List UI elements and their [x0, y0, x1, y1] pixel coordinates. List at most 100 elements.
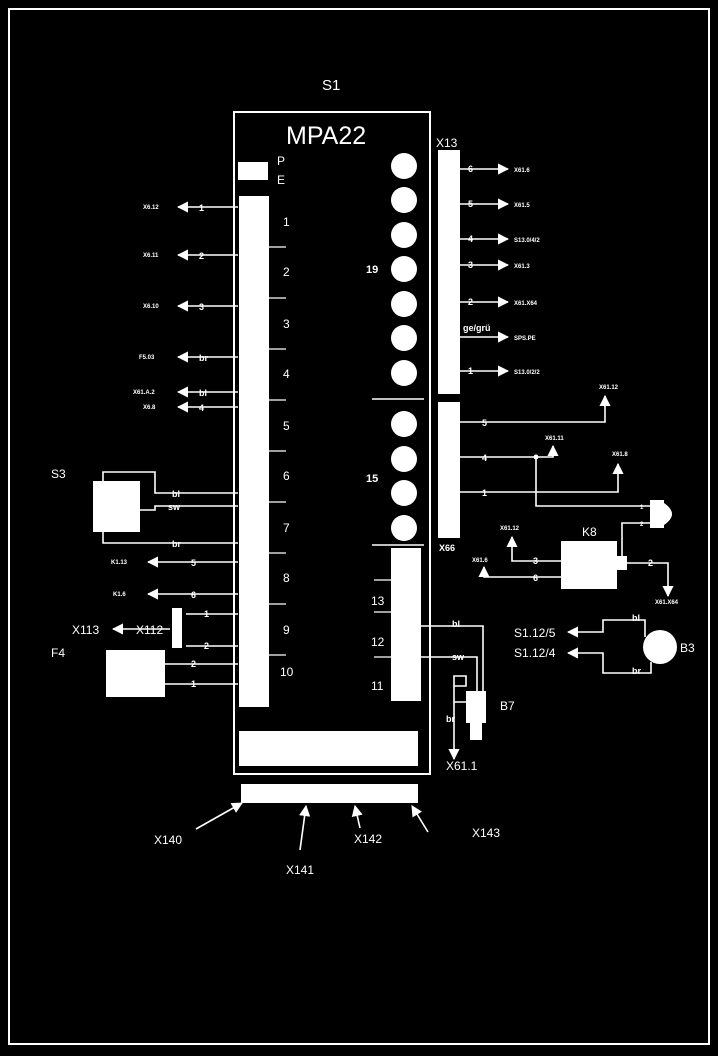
b3-motor [643, 630, 677, 664]
led-indicator [391, 153, 417, 179]
s1-label: S1 [322, 77, 340, 94]
b3-label: B3 [680, 641, 695, 655]
x66-connector [438, 402, 460, 538]
wire-target-label: X6.8 [143, 405, 156, 411]
x140-label: X140 [154, 833, 182, 847]
left-strip-number: 7 [283, 521, 290, 535]
x66-target-label: X61.8 [612, 452, 628, 458]
x13-pin-label: 6 [468, 164, 473, 174]
left-strip-number: 8 [283, 571, 290, 585]
led-indicator [391, 446, 417, 472]
wire-pin-label: 2 [199, 251, 204, 261]
s3-wire-label: br [172, 539, 181, 549]
x13-target-label: SPS.PE [514, 336, 536, 342]
x13-pin-label: 5 [468, 199, 473, 209]
x13-label: X13 [436, 136, 458, 150]
f4-pin-label: 2 [191, 659, 196, 669]
left-strip-ticks [268, 246, 286, 656]
x142-label: X142 [354, 832, 382, 846]
junction-dot [533, 454, 539, 460]
b7-label: B7 [500, 699, 515, 713]
page-frame [8, 8, 710, 1045]
wire-pin-label: bl [199, 388, 207, 398]
led-indicator [391, 187, 417, 213]
led-indicator [391, 411, 417, 437]
right-strip-ticks [374, 579, 392, 658]
s3-label: S3 [51, 467, 66, 481]
x13-pin-label: 3 [468, 260, 473, 270]
x13-pin-label: 1 [468, 366, 473, 376]
x66-pin-label: 1 [482, 488, 487, 498]
x13-pin-label: 4 [468, 234, 473, 244]
b7-sensor-body [466, 691, 486, 723]
k-wires [146, 556, 238, 600]
x13-connector [438, 150, 460, 394]
plug-pin-label: 2 [640, 522, 644, 528]
plug-connector [650, 500, 672, 528]
x112-block [172, 608, 182, 648]
bottom-connector-strip [241, 784, 418, 803]
b7-sensor-tip [470, 723, 482, 740]
x13-wires [460, 163, 510, 377]
b3-wire-label: bl [632, 613, 640, 623]
f4-wires [165, 663, 238, 685]
k-pin-label: 5 [191, 558, 196, 568]
bottom-connector-arrows [195, 802, 429, 851]
s1-12-5-label: S1.12/5 [514, 626, 556, 640]
led-indicator [391, 480, 417, 506]
k8-wires [478, 522, 674, 598]
right-strip-number: 13 [371, 594, 385, 608]
led-indicator [391, 325, 417, 351]
right-strip-number: 11 [371, 679, 384, 693]
strip12-wires [421, 625, 484, 691]
mpa22-frame [233, 111, 431, 775]
wire-pin-label: 1 [199, 203, 204, 213]
x66-pin-label: 4 [482, 453, 487, 463]
led-group-19 [391, 153, 417, 386]
led-indicator [391, 360, 417, 386]
pe-block [238, 162, 268, 180]
wire-target-label: X61.A.2 [133, 390, 155, 396]
b7-wire [448, 675, 467, 761]
led-indicator [391, 291, 417, 317]
x13-target-label: S13.0/4/2 [514, 238, 540, 244]
left-strip-number: 6 [283, 469, 290, 483]
left-strip-number: 5 [283, 419, 290, 433]
k8-target-label: X61.12 [500, 526, 520, 532]
strip12-wire-label: sw [452, 652, 465, 662]
s3-switch-block [93, 481, 140, 532]
led-indicator [391, 256, 417, 282]
k8-pin-label: 2 [648, 558, 653, 568]
x66-target-label: X61.11 [545, 436, 564, 442]
left-strip-number: 9 [283, 623, 290, 637]
x13-target-label: X61.6 [514, 168, 530, 174]
k8-pin-label: 3 [533, 556, 538, 566]
wire-pin-label: 3 [199, 302, 204, 312]
wire-target-label: X6.12 [143, 205, 159, 211]
x143-label: X143 [472, 826, 500, 840]
plug-pin-label: 1 [640, 505, 644, 511]
x112-pin-label: 2 [204, 641, 209, 651]
group-19-label: 19 [366, 264, 378, 276]
s3-wires [102, 471, 238, 544]
wire-pin-label: br [199, 353, 208, 363]
x13-pin-label: 2 [468, 297, 473, 307]
x141-label: X141 [286, 863, 314, 877]
x112-label: X112 [136, 623, 163, 637]
b7-wire-label: br [446, 714, 455, 724]
k-target-label: K1.13 [111, 560, 128, 566]
b3-wires [566, 619, 652, 674]
s3-wire-label: bl [172, 489, 180, 499]
left-wires [176, 201, 238, 413]
k8-label: K8 [582, 525, 597, 539]
left-strip-number: 10 [280, 665, 294, 679]
k8-relay-tab [617, 556, 627, 570]
p-label: P [277, 154, 285, 168]
bottom-block [239, 731, 418, 766]
x113-label: X113 [72, 623, 99, 637]
k8-target-label: X61.6 [472, 558, 488, 564]
s3-wire-label: sw [168, 502, 181, 512]
x112-pin-label: 1 [204, 609, 209, 619]
x13-target-label: X61.3 [514, 264, 530, 270]
